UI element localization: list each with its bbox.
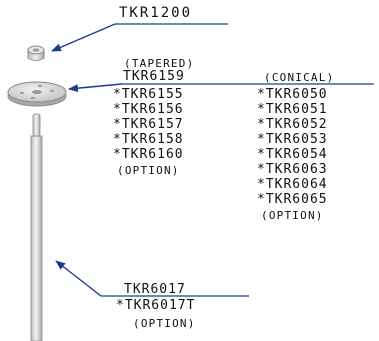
conical-part-item: *TKR6052: [257, 117, 328, 132]
conical-part-item: *TKR6064: [257, 177, 328, 192]
tapered-part-list: *TKR6155 *TKR6156 *TKR6157 *TKR6158 *TKR…: [113, 87, 184, 178]
tapered-heading: (TAPERED): [124, 57, 195, 70]
conical-heading: (CONICAL): [264, 71, 335, 84]
tapered-part-item: *TKR6155: [113, 87, 184, 102]
tapered-part-item: *TKR6156: [113, 102, 184, 117]
nut-part-label: TKR1200: [119, 5, 193, 21]
tapered-option-note: (OPTION): [117, 164, 180, 177]
conical-part-item: *TKR6050: [257, 87, 328, 102]
tapered-part-item: *TKR6160: [113, 147, 184, 162]
tapered-main-part: TKR6159: [123, 69, 185, 84]
conical-part-item: *TKR6051: [257, 102, 328, 117]
disc-icon: [7, 81, 67, 107]
conical-option-note: (OPTION): [261, 209, 324, 222]
conical-part-item: *TKR6065: [257, 192, 328, 207]
tapered-part-item: *TKR6157: [113, 117, 184, 132]
conical-part-item: *TKR6063: [257, 162, 328, 177]
shaft-icon: [30, 113, 43, 341]
tapered-part-item: *TKR6158: [113, 132, 184, 147]
conical-part-item: *TKR6054: [257, 147, 328, 162]
nut-leader: [51, 23, 228, 52]
nut-icon: [27, 45, 45, 61]
shaft-leader: [55, 260, 249, 297]
conical-part-list: *TKR6050 *TKR6051 *TKR6052 *TKR6053 *TKR…: [257, 87, 328, 223]
disc-leader: [68, 83, 374, 93]
shaft-main-part: TKR6017: [124, 282, 186, 297]
shaft-option-note: (OPTION): [133, 317, 196, 330]
conical-part-item: *TKR6053: [257, 132, 328, 147]
shaft-alt-part: *TKR6017T: [116, 298, 196, 313]
